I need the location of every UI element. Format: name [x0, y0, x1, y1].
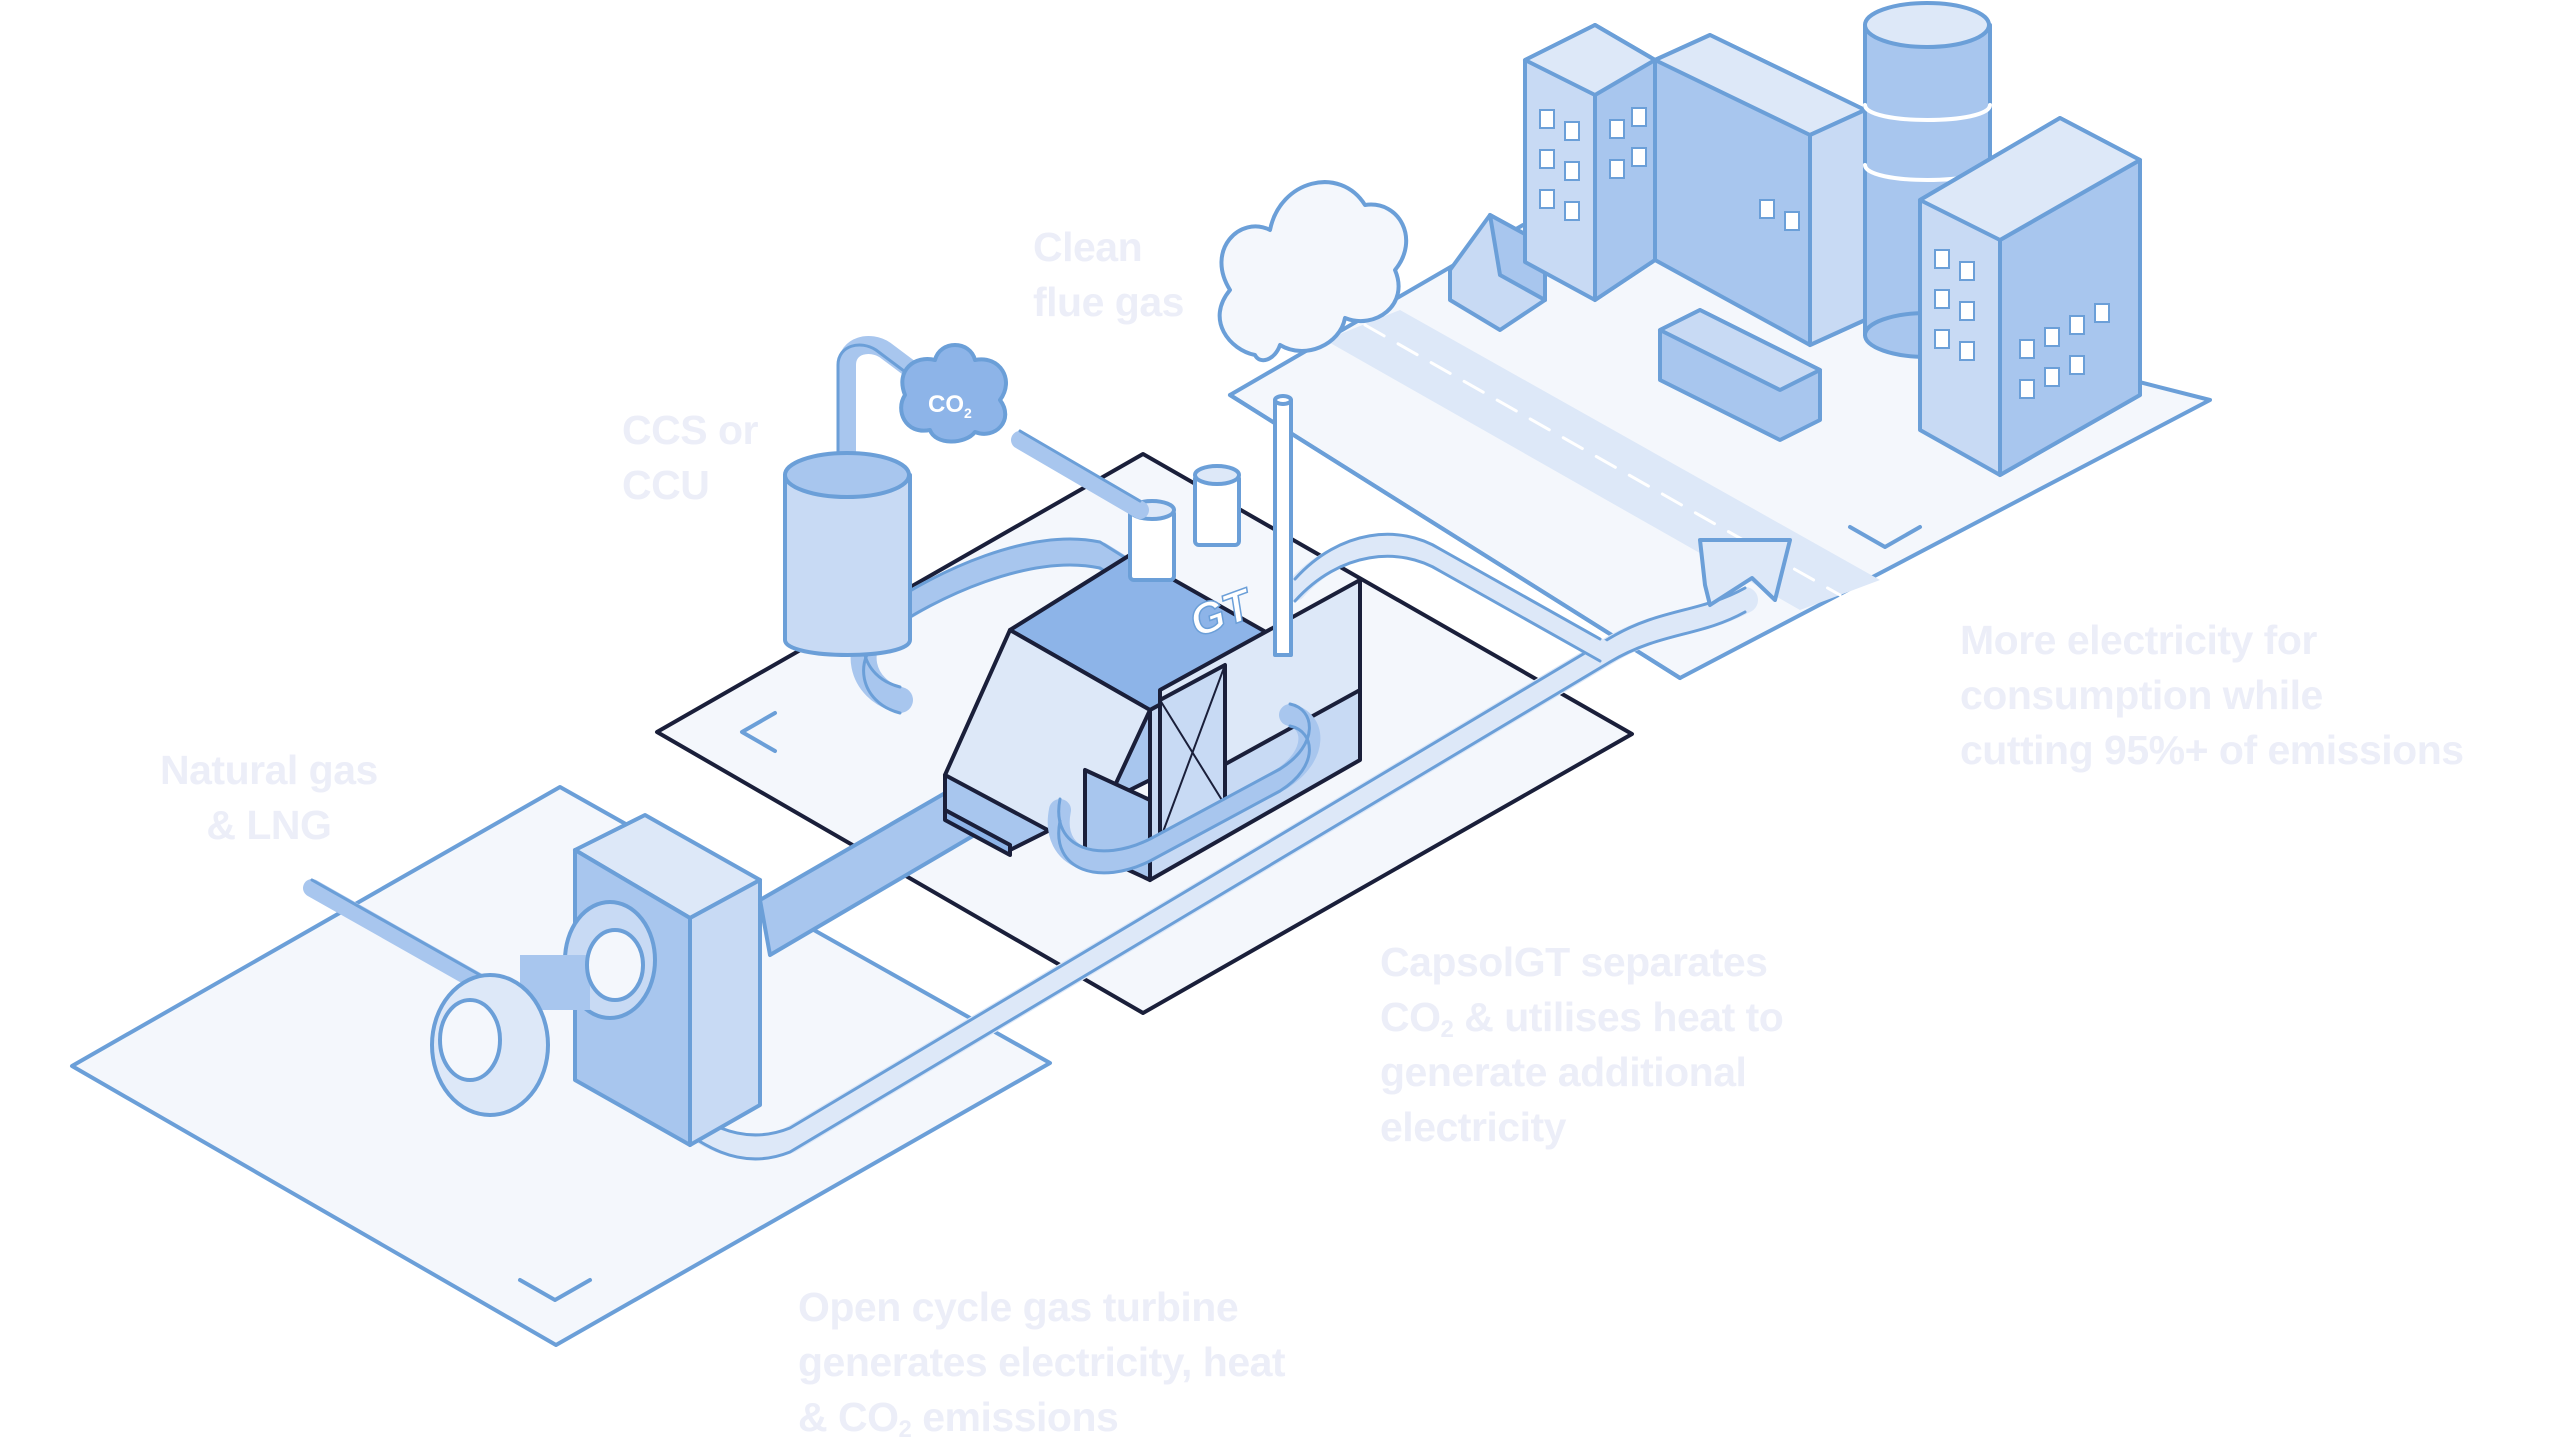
label-line: CCU — [622, 462, 710, 508]
capsol-base — [943, 808, 1012, 857]
plate-city-edge — [1228, 393, 1682, 680]
label-line: generate additional — [1380, 1049, 1747, 1095]
label-clean-flue-gas: Clean flue gas — [1033, 220, 1184, 330]
label-line: & CO2 emissions — [798, 1394, 1119, 1443]
label-line: generates electricity, heat — [798, 1339, 1286, 1385]
label-open-cycle: Open cycle gas turbine generates electri… — [798, 1280, 1286, 1445]
label-line: Open cycle gas turbine — [798, 1284, 1239, 1330]
label-line: Clean — [1033, 224, 1143, 270]
label-ccs: CCS or CCU — [622, 403, 758, 513]
arrow-head — [1698, 538, 1792, 607]
label-line: cutting 95%+ of emissions — [1960, 727, 2464, 773]
label-line: Natural gas — [160, 747, 378, 793]
label-line: consumption while — [1960, 672, 2323, 718]
chevron-icon — [518, 1278, 592, 1302]
electricity-arrow — [1284, 534, 1611, 661]
clean-flue-cloud — [1217, 180, 1409, 363]
chevron-icon — [740, 711, 777, 753]
label-line: CO2 & utilises heat to — [1380, 994, 1784, 1043]
chevron-icon — [1848, 525, 1922, 549]
co2-bubble-label: CO2 — [928, 391, 972, 421]
label-capsolgt: CapsolGT separates CO2 & utilises heat t… — [1380, 935, 1784, 1155]
label-natural-gas: Natural gas & LNG — [160, 743, 378, 853]
label-line: & LNG — [206, 802, 332, 848]
chimney — [1273, 398, 1293, 657]
co2-bubble — [899, 343, 1008, 444]
label-line: More electricity for — [1960, 617, 2317, 663]
storage-tank — [783, 473, 912, 657]
label-line: flue gas — [1033, 279, 1184, 325]
label-line: CapsolGT separates — [1380, 939, 1768, 985]
label-more-electricity: More electricity for consumption while c… — [1960, 613, 2464, 778]
label-line: CCS or — [622, 407, 758, 453]
return-pipe — [1047, 704, 1321, 873]
turbine-box-right — [688, 878, 762, 1147]
label-line: electricity — [1380, 1104, 1566, 1150]
